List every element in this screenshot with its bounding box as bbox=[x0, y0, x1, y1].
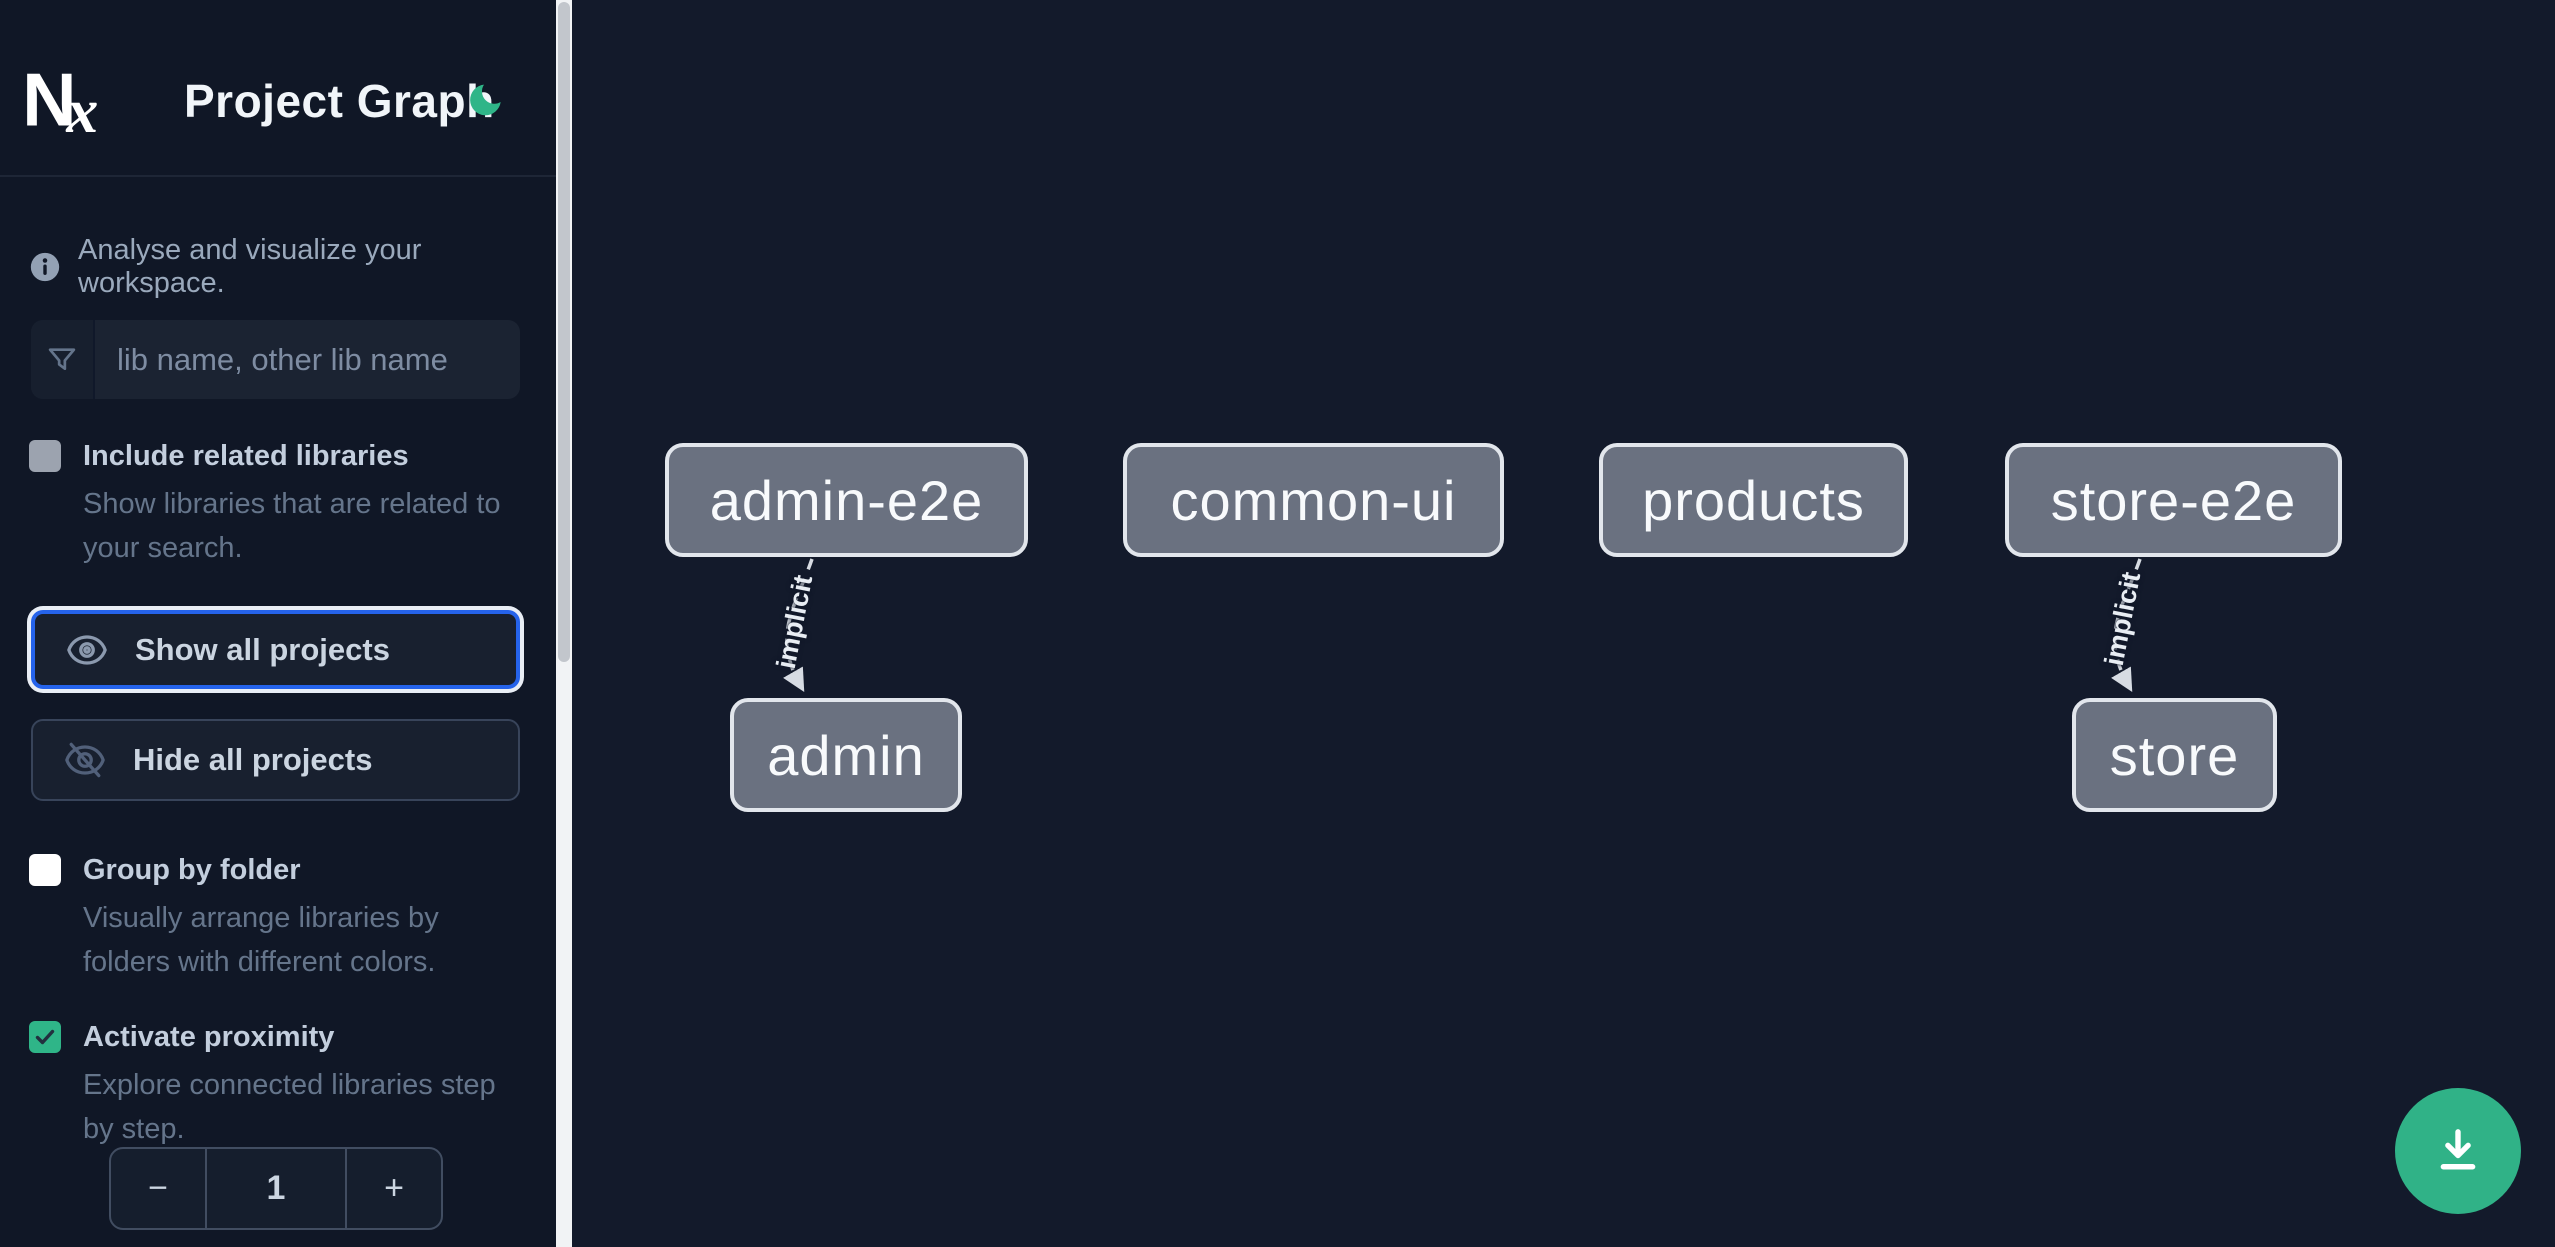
sidebar-header: N x Project Graph bbox=[0, 0, 556, 177]
include-related-label[interactable]: Include related libraries bbox=[83, 440, 409, 472]
graph-node-admin-e2e[interactable]: admin-e2e bbox=[665, 443, 1028, 557]
graph-node-admin[interactable]: admin bbox=[730, 698, 962, 812]
intro-text: Analyse and visualize your workspace. bbox=[78, 234, 422, 299]
graph-node-common-ui[interactable]: common-ui bbox=[1123, 443, 1504, 557]
graph-node-products[interactable]: products bbox=[1599, 443, 1908, 557]
graph-edges bbox=[783, 558, 2142, 692]
proximity-depth-value: 1 bbox=[266, 1169, 286, 1207]
svg-text:x: x bbox=[65, 75, 98, 140]
group-by-folder-checkbox[interactable] bbox=[29, 854, 61, 886]
group-by-folder-option: Group by folder Visually arrange librari… bbox=[29, 852, 524, 984]
sidebar: N x Project Graph Analyse and visualize … bbox=[0, 0, 556, 1247]
activate-proximity-description: Explore connected libraries step by step… bbox=[83, 1069, 496, 1145]
download-graph-button[interactable] bbox=[2395, 1088, 2521, 1214]
show-all-projects-label: Show all projects bbox=[135, 631, 390, 667]
graph-node-store-e2e[interactable]: store-e2e bbox=[2005, 443, 2342, 557]
nx-logo-icon: N x bbox=[27, 58, 98, 140]
increment-button[interactable]: + bbox=[345, 1149, 441, 1228]
include-related-checkbox[interactable] bbox=[29, 440, 61, 472]
graph-node-store[interactable]: store bbox=[2072, 698, 2277, 812]
group-by-folder-label[interactable]: Group by folder bbox=[83, 854, 301, 886]
decrement-button[interactable]: − bbox=[111, 1149, 207, 1228]
eye-off-icon bbox=[65, 742, 105, 778]
page-title: Project Graph bbox=[184, 75, 495, 127]
checkmark-icon bbox=[35, 1029, 55, 1045]
sidebar-scrollbar-track[interactable] bbox=[556, 0, 572, 1247]
edge-admin-e2e-to-admin bbox=[783, 558, 814, 692]
hide-all-projects-button[interactable]: Hide all projects bbox=[31, 719, 520, 801]
show-all-projects-button[interactable]: Show all projects bbox=[31, 610, 520, 689]
project-graph-canvas[interactable]: implicit implicit admin-e2e common-ui pr… bbox=[572, 0, 2555, 1247]
include-related-option: Include related libraries Show libraries… bbox=[29, 438, 524, 570]
include-related-description: Show libraries that are related to your … bbox=[83, 488, 501, 564]
intro-row: Analyse and visualize your workspace. bbox=[28, 234, 528, 300]
dark-mode-toggle-moon-icon[interactable] bbox=[466, 80, 506, 120]
sidebar-scrollbar-thumb[interactable] bbox=[558, 2, 570, 662]
search-input[interactable] bbox=[95, 320, 520, 399]
edge-store-e2e-to-store bbox=[2111, 558, 2142, 692]
download-icon bbox=[2440, 1129, 2476, 1170]
activate-proximity-label[interactable]: Activate proximity bbox=[83, 1021, 335, 1053]
activate-proximity-checkbox[interactable] bbox=[29, 1021, 61, 1053]
svg-text:N: N bbox=[27, 58, 72, 140]
eye-icon bbox=[67, 634, 107, 665]
proximity-depth-stepper: − 1 + bbox=[109, 1147, 443, 1230]
activate-proximity-option: Activate proximity Explore connected lib… bbox=[29, 1019, 524, 1151]
funnel-icon bbox=[31, 320, 95, 399]
info-icon bbox=[30, 252, 60, 282]
hide-all-projects-label: Hide all projects bbox=[133, 742, 373, 777]
filter-search-box bbox=[31, 320, 520, 399]
group-by-folder-description: Visually arrange libraries by folders wi… bbox=[83, 902, 439, 978]
